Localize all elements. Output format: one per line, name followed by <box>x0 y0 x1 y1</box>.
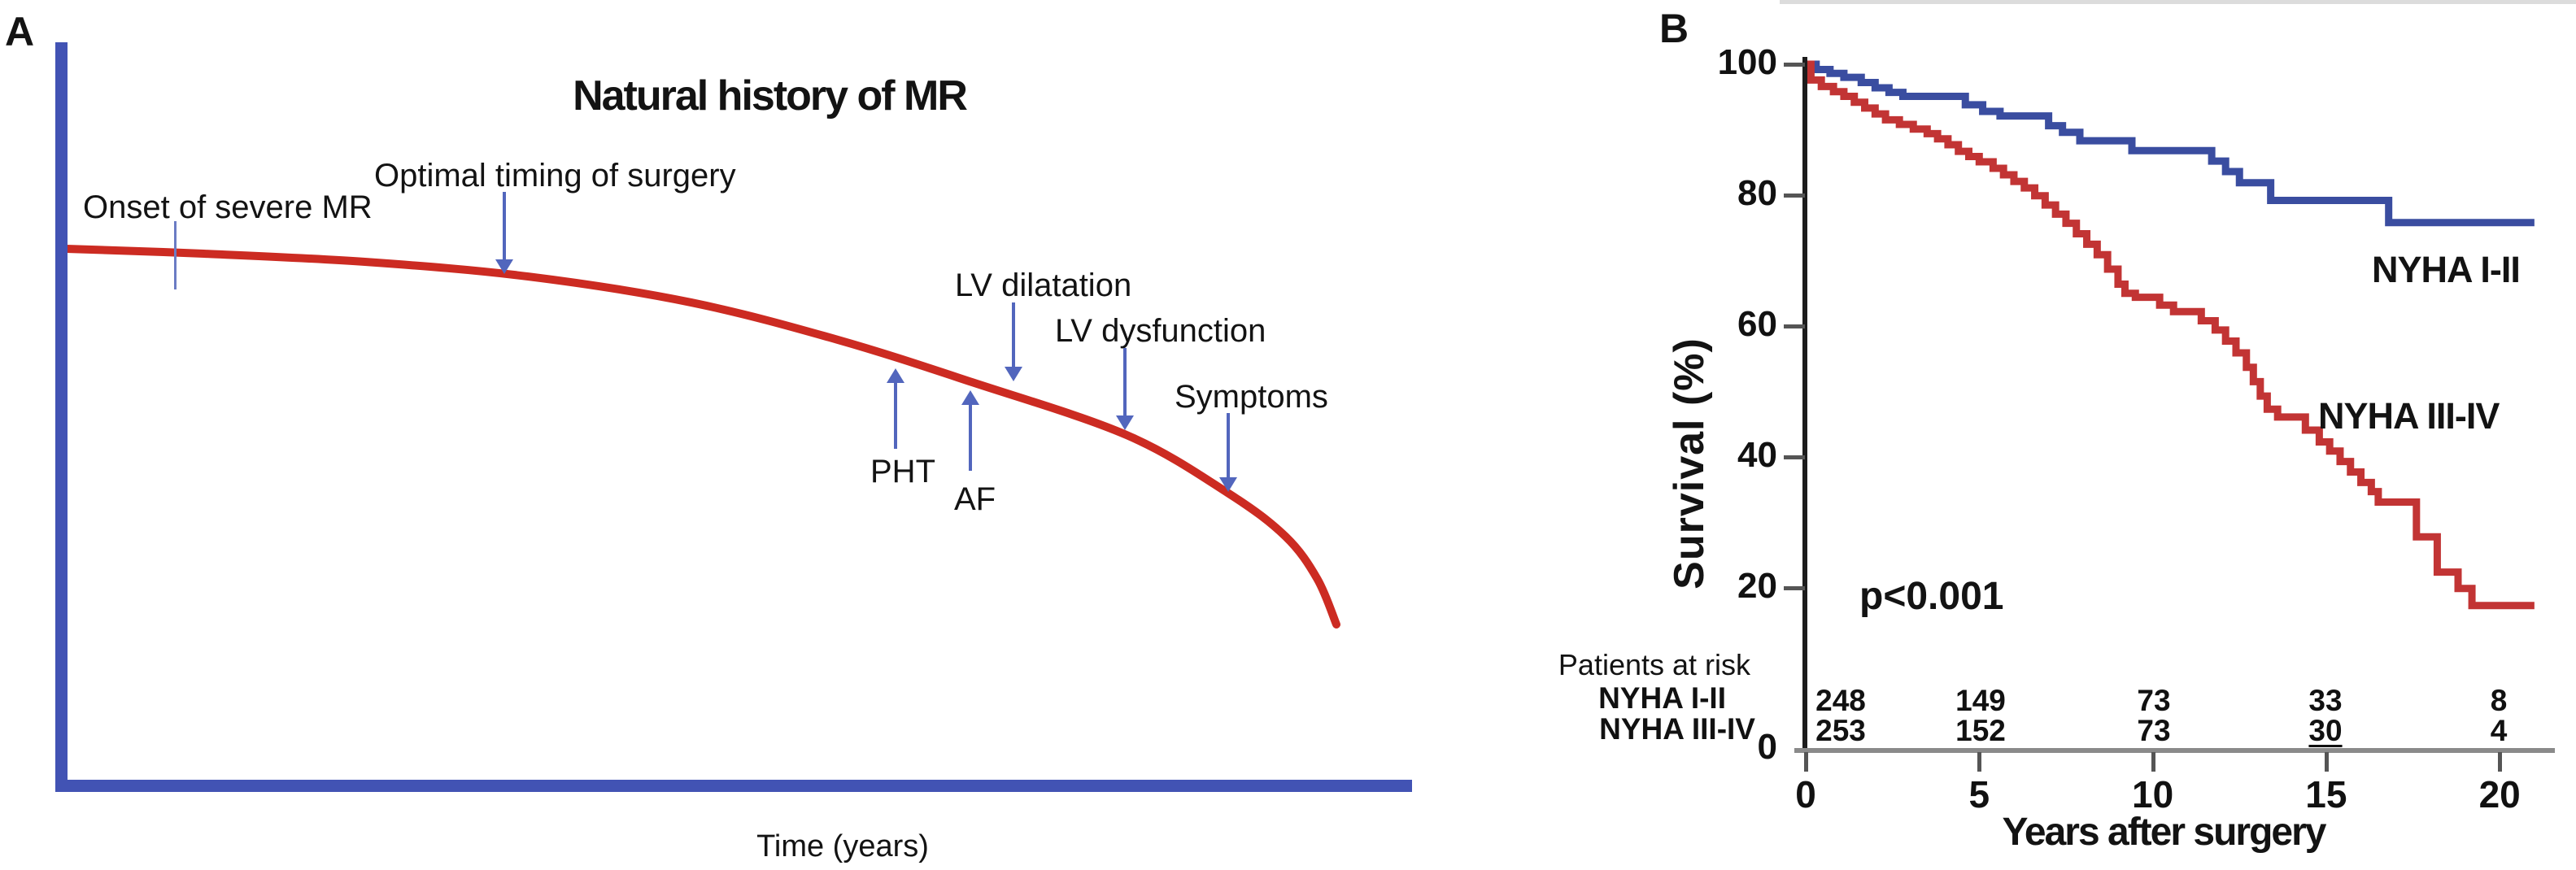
risk-value: 149 <box>1955 684 2006 717</box>
symptoms-down-arrow-icon <box>1227 413 1230 478</box>
survival-curve-nyha-3-4 <box>1806 60 2535 610</box>
y-tick-mark <box>1784 324 1805 328</box>
y-tick-mark <box>1784 586 1805 590</box>
annotation-optimal-timing: Optimal timing of surgery <box>374 158 736 194</box>
af-up-arrow-icon <box>969 404 972 471</box>
risk-row-label-nyha-1-2: NYHA I-II <box>1598 681 1726 715</box>
risk-value: 4 <box>2490 714 2508 747</box>
panel-b-x-axis-label: Years after surgery <box>2002 811 2327 854</box>
panel-a-y-axis <box>55 42 68 792</box>
y-tick-mark <box>1784 455 1805 459</box>
x-tick-mark <box>1804 752 1808 772</box>
x-tick-mark <box>2498 752 2503 772</box>
y-tick-mark <box>1784 63 1805 67</box>
x-tick-mark <box>1977 752 1982 772</box>
y-tick-label: 80 <box>1737 173 1777 213</box>
survival-curve-nyha-1-2 <box>1806 60 2535 227</box>
y-tick-label: 0 <box>1757 727 1777 767</box>
y-tick-mark <box>1784 194 1805 198</box>
lv-dilatation-down-arrow-icon <box>1012 302 1015 368</box>
panel-a-x-axis-label: Time (years) <box>756 829 929 863</box>
risk-value: 152 <box>1955 714 2006 747</box>
pht-up-arrow-icon <box>894 382 897 449</box>
patients-at-risk-header: Patients at risk <box>1558 648 1750 681</box>
annotation-lv-dilatation: LV dilatation <box>955 268 1132 303</box>
panel-b-label: B <box>1659 6 1689 51</box>
panel-b-y-axis-label: Survival (%) <box>1666 337 1713 589</box>
x-tick-label: 5 <box>1968 773 1990 816</box>
risk-value: 248 <box>1815 684 1866 717</box>
p-value-annotation: p<0.001 <box>1859 575 2004 618</box>
x-tick-mark <box>2324 752 2329 772</box>
panel-b-scan-edge <box>1780 0 2576 4</box>
risk-value: 30 <box>2308 714 2343 747</box>
risk-value: 33 <box>2308 684 2343 717</box>
optimal-timing-down-arrow-icon <box>503 192 506 260</box>
annotation-pht: PHT <box>870 454 935 489</box>
risk-value: 73 <box>2137 714 2171 747</box>
x-tick-label: 0 <box>1795 773 1816 816</box>
curve-label-nyha-3-4: NYHA III-IV <box>2318 395 2500 437</box>
panel-b-y-axis <box>1802 57 1807 752</box>
y-tick-label: 40 <box>1737 435 1777 475</box>
x-tick-label: 10 <box>2132 773 2174 816</box>
panel-b-x-axis <box>1794 748 2555 753</box>
x-tick-mark <box>2151 752 2155 772</box>
panel-a-x-axis <box>55 780 1412 792</box>
y-tick-label: 60 <box>1737 304 1777 344</box>
x-tick-label: 15 <box>2305 773 2347 816</box>
y-tick-label: 100 <box>1717 42 1777 82</box>
onset-marker-line <box>174 221 177 289</box>
annotation-onset-severe-mr: Onset of severe MR <box>83 189 373 225</box>
annotation-symptoms: Symptoms <box>1175 379 1328 415</box>
panel-a-label: A <box>5 9 34 54</box>
natural-history-curve <box>63 245 1340 629</box>
x-tick-label: 20 <box>2478 773 2521 816</box>
lv-dysfunction-down-arrow-icon <box>1123 348 1127 416</box>
panel-a-title: Natural history of MR <box>573 72 968 120</box>
annotation-lv-dysfunction: LV dysfunction <box>1055 313 1266 349</box>
risk-row-label-nyha-3-4: NYHA III-IV <box>1599 712 1755 746</box>
y-tick-label: 20 <box>1737 566 1777 606</box>
risk-value: 73 <box>2137 684 2171 717</box>
annotation-af: AF <box>954 481 996 517</box>
risk-value: 253 <box>1815 714 1866 747</box>
risk-value: 8 <box>2490 684 2508 717</box>
curve-label-nyha-1-2: NYHA I-II <box>2372 249 2521 290</box>
